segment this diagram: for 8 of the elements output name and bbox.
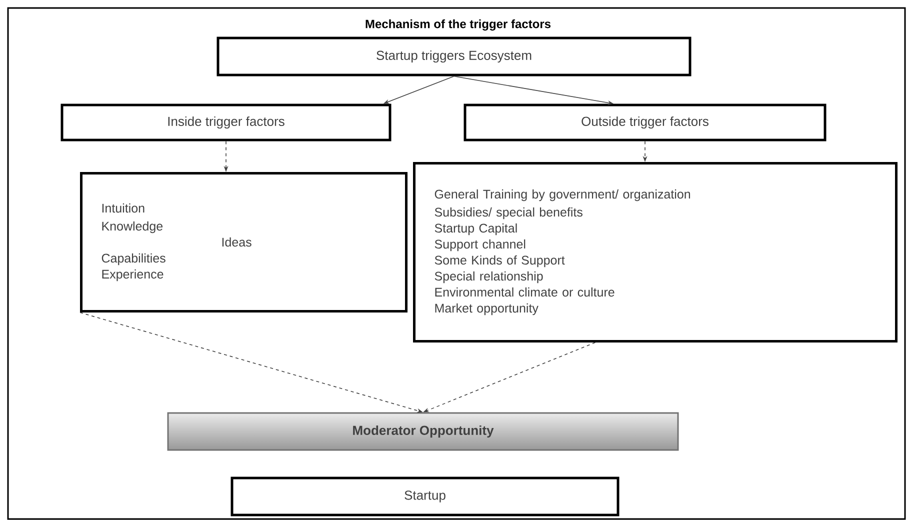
moderator-bar: Moderator Opportunity bbox=[167, 412, 679, 451]
list-box: General Training by government/ organization Subsidies/ special benefits Startup Capital Support channel Some Kinds of Support Special relationship Environmental climate or culture Market opportunity bbox=[413, 162, 898, 342]
process-box: Startup bbox=[230, 476, 620, 516]
process-box: Outside trigger factors bbox=[464, 104, 826, 142]
process-box: Startup triggers Ecosystem bbox=[216, 36, 692, 76]
title: Mechanism of the trigger factors bbox=[366, 19, 551, 31]
list-box: Intuition Knowledge Ideas Capabilities Experience bbox=[80, 172, 408, 312]
process-box: Inside trigger factors bbox=[60, 104, 392, 142]
